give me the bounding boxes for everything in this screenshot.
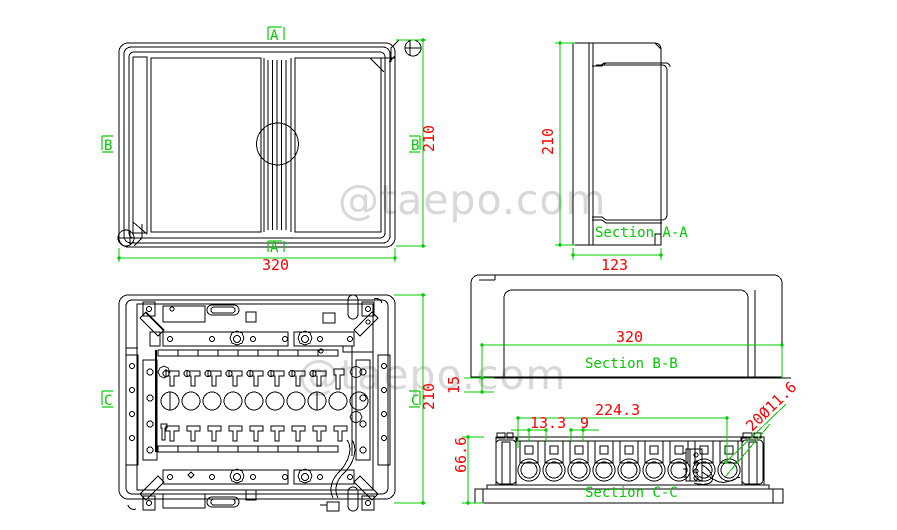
section-marker-b-left: B [104,138,112,154]
dim-210-top-view: 210 [420,125,438,152]
base-plan-dimensions [394,293,426,505]
dim-320-top-view: 320 [262,256,289,274]
dim-210-section-aa: 210 [539,128,557,155]
dim-320-section-bb: 320 [616,328,643,346]
cover-plan-dimensions [117,38,426,262]
dim-13-3-section-cc: 13.3 [530,414,566,432]
section-c-c-dimensions [462,403,787,505]
section-c-c-view [474,432,784,504]
section-marker-a-bottom: A [270,240,279,256]
section-a-a-dimensions [555,41,663,260]
section-bb-title: Section B-B [585,356,678,372]
section-b-b-dimensions [464,343,784,394]
dim-210-base-view: 210 [420,383,438,410]
dim-9-section-cc: 9 [580,414,589,432]
section-a-a-view [572,42,671,246]
cover-plan-view [117,39,422,248]
section-b-b-view [470,274,791,379]
dim-123-section-aa: 123 [601,256,628,274]
section-marker-b-right: B [411,138,419,154]
terminal-row-upper [162,368,345,390]
section-cc-title: Section C-C [585,485,678,501]
section-marker-c-right: C [411,393,419,409]
section-marker-a-top: A [270,28,279,44]
dim-66-6-section-cc: 66.6 [452,437,470,473]
terminal-row-lower [160,423,348,442]
dim-15-section-bb: 15 [445,376,463,394]
section-marker-c-left: C [104,393,112,409]
dim-hole-callout-section-cc: 20Ø11.6 [742,378,800,435]
dim-224-3-section-cc: 224.3 [595,401,640,419]
base-internal-plan-view [118,294,396,512]
section-aa-title: Section A-A [595,225,688,241]
module-circle-row [160,391,369,411]
